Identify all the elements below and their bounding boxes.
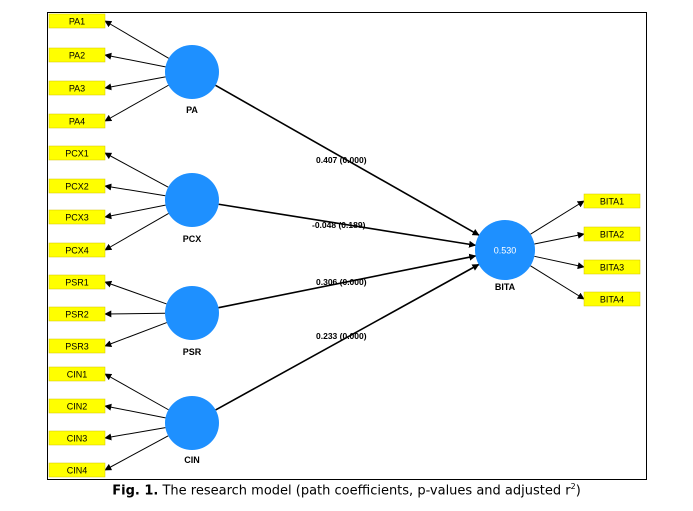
construct-label-cin: CIN	[184, 455, 200, 465]
indicator-label-bita1: BITA1	[600, 197, 624, 207]
indicator-arrow-cin3	[104, 427, 166, 441]
indicator-arrow-pa2	[104, 52, 166, 68]
construct-circle-cin	[165, 396, 219, 450]
indicator-box-psr1	[48, 274, 106, 290]
path-coefficient-pa: 0.407 (0.000)	[316, 155, 367, 165]
indicator-arrow-bita4	[530, 265, 585, 300]
indicator-label-cin1: CIN1	[67, 370, 88, 380]
indicator-box-bita2	[583, 226, 641, 242]
indicator-box-pcx3	[48, 209, 106, 225]
indicator-arrow-cin4	[104, 435, 169, 471]
indicator-box-cin2	[48, 398, 106, 414]
construct-value-bita: 0.530	[494, 246, 517, 256]
indicator-box-cin3	[48, 430, 106, 446]
construct-label-bita: BITA	[495, 282, 516, 292]
indicator-arrow-cin2	[104, 403, 166, 419]
indicator-label-bita3: BITA3	[600, 263, 624, 273]
indicator-box-psr3	[48, 338, 106, 354]
diagram-frame	[47, 12, 647, 480]
indicator-box-pa1	[48, 13, 106, 29]
indicator-label-pcx3: PCX3	[65, 213, 89, 223]
construct-circle-bita	[475, 220, 535, 280]
indicator-box-cin4	[48, 462, 106, 478]
indicator-box-pa2	[48, 47, 106, 63]
indicator-label-psr1: PSR1	[65, 278, 89, 288]
indicator-arrow-pcx1	[104, 152, 169, 188]
indicator-label-bita2: BITA2	[600, 230, 624, 240]
construct-label-pa: PA	[186, 105, 198, 115]
path-coefficient-pcx: -0.048 (0.189)	[312, 220, 366, 230]
indicator-label-pcx1: PCX1	[65, 149, 89, 159]
path-arrow-cin-bita	[215, 263, 480, 411]
path-coefficient-cin: 0.233 (0.000)	[316, 331, 367, 341]
caption-suffix: )	[575, 483, 581, 499]
caption-prefix: Fig. 1.	[112, 483, 159, 499]
construct-circle-psr	[165, 286, 219, 340]
figure-caption: Fig. 1. The research model (path coeffic…	[0, 482, 693, 498]
indicator-box-bita4	[583, 291, 641, 307]
indicator-arrow-pcx3	[104, 204, 166, 220]
indicator-box-bita3	[583, 259, 641, 275]
path-coefficient-psr: 0.306 (0.000)	[316, 277, 367, 287]
path-arrow-pa-bita	[215, 84, 480, 236]
indicator-label-pa2: PA2	[69, 51, 85, 61]
indicator-label-cin4: CIN4	[67, 466, 88, 476]
construct-label-psr: PSR	[183, 347, 202, 357]
indicator-box-pcx1	[48, 145, 106, 161]
indicator-label-pa3: PA3	[69, 84, 85, 94]
indicator-arrow-bita3	[534, 255, 585, 270]
indicator-label-pa1: PA1	[69, 17, 85, 27]
path-arrow-pcx-bita	[218, 203, 477, 248]
indicator-arrow-cin1	[104, 373, 169, 411]
construct-label-pcx: PCX	[183, 234, 202, 244]
indicator-arrow-pa3	[104, 76, 166, 91]
caption-text: The research model (path coefficients, p…	[162, 483, 571, 499]
indicator-box-pcx2	[48, 178, 106, 194]
indicator-arrow-psr1	[104, 280, 167, 305]
indicator-arrow-pa4	[104, 84, 169, 122]
indicator-label-psr3: PSR3	[65, 342, 89, 352]
path-arrow-psr-bita	[218, 253, 477, 309]
construct-circle-pa	[165, 45, 219, 99]
indicator-label-pcx2: PCX2	[65, 182, 89, 192]
indicator-arrow-bita1	[530, 200, 585, 235]
indicator-label-psr2: PSR2	[65, 310, 89, 320]
indicator-arrow-bita2	[534, 231, 585, 245]
indicator-box-psr2	[48, 306, 106, 322]
indicator-label-bita4: BITA4	[600, 295, 624, 305]
indicator-box-pa4	[48, 113, 106, 129]
connector-layer	[104, 20, 585, 471]
indicator-box-pa3	[48, 80, 106, 96]
indicator-arrow-pcx4	[104, 213, 169, 251]
indicator-label-cin3: CIN3	[67, 434, 88, 444]
indicator-box-bita1	[583, 193, 641, 209]
node-layer: PA1PA2PA3PA4PCX1PCX2PCX3PCX4PSR1PSR2PSR3…	[48, 13, 641, 478]
indicator-arrow-pcx2	[104, 183, 166, 197]
construct-circle-pcx	[165, 173, 219, 227]
caption-superscript: 2	[570, 482, 576, 491]
indicator-label-cin2: CIN2	[67, 402, 88, 412]
indicator-arrow-psr3	[104, 322, 167, 348]
indicator-box-cin1	[48, 366, 106, 382]
indicator-label-pcx4: PCX4	[65, 246, 89, 256]
indicator-arrow-psr2	[104, 310, 166, 318]
research-model-diagram: PA1PA2PA3PA4PCX1PCX2PCX3PCX4PSR1PSR2PSR3…	[48, 13, 641, 478]
indicator-label-pa4: PA4	[69, 117, 85, 127]
indicator-arrow-pa1	[104, 20, 169, 59]
indicator-box-pcx4	[48, 242, 106, 258]
